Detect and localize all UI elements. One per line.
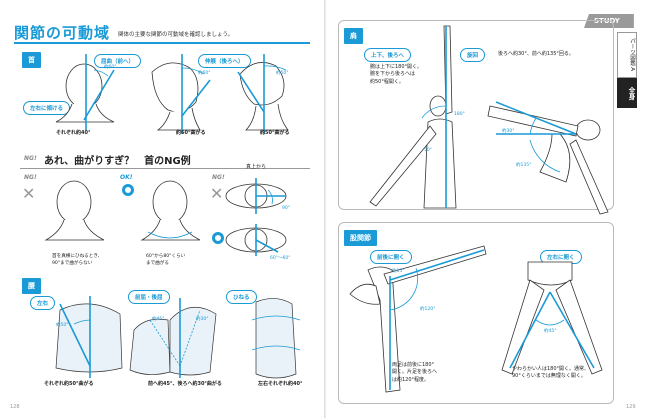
section-tag-shoulder: 肩 [344,28,363,44]
deg-hip-15: 約15° [392,269,405,274]
note-ng: 首を真横にひねるとき、 90°まで曲がらない [52,254,103,266]
deg-neck-flex: 約60° [198,71,211,76]
deg-hip-120: 約120° [420,307,436,312]
page-title: 関節の可動域 [14,24,111,42]
ng-label-right: NG! [212,174,225,181]
pill-shoulder-updown: 上下、後ろへ [364,48,412,62]
page-number-left: 128 [10,404,20,410]
hip-illustrations [349,245,603,393]
deg-ng-90: 90° [282,206,290,211]
shoulder-illustrations [369,25,609,215]
note-shoulder-rotate: 後ろへ約30°、前へ約135°回る。 [498,51,574,57]
ng-heading: あれ、曲がりすぎ？ 首のNG例 [44,156,191,167]
pill-neck-lateral: 左右に傾ける [23,101,71,115]
deg-waist-front: 約45° [152,317,165,322]
deg-neck-ext: 約50° [276,71,289,76]
deg-shoulder-180: 180° [454,112,465,117]
hip-panel [338,222,614,404]
page-subtitle: 関体の主要な関節の可動域を確認しましょう。 [118,32,234,38]
deg-waist-back: 約30° [196,317,209,322]
deg-shoulder-30: 約30° [502,129,515,134]
deg-neck-flex-front: 約60° [104,65,117,70]
cap-waist-lateral: それぞれ約50°曲がる [44,381,94,387]
deg-shoulder-50: 50° [424,148,432,153]
waist-illustrations [55,296,301,379]
ng-illustrations [44,178,287,256]
ng-label-left: NG! [24,174,37,181]
section-tag-hip: 股関節 [344,230,377,246]
view-from-top-label: 真上から [246,164,267,170]
deg-hip-45: 約45° [544,329,557,334]
pill-waist-lateral: 左右 [30,296,56,310]
ng-mark: NG! [24,155,37,162]
cap-neck-flexion: 約60°曲がる [176,130,206,136]
pill-neck-flexion: 屈曲（前へ） [94,54,142,68]
ng-divider [20,168,310,169]
page-number-right: 129 [626,404,636,410]
pill-waist-flex: 前屈・後屈 [128,290,170,304]
cap-waist-twist: 左右それぞれ約40° [258,381,303,387]
title-underline [14,42,310,44]
deg-waist-lateral: 約50° [56,323,69,328]
side-tab-body[interactable]: 全身 [617,78,637,108]
pill-neck-extension: 伸展（後ろへ） [198,54,251,68]
deg-shoulder-135: 約135° [516,163,532,168]
cap-neck-lateral: それぞれ約40° [56,130,91,136]
section-tag-neck: 首 [22,52,41,68]
deg-ok-range: 60°〜60° [270,256,291,261]
ok-circle-icon-top [212,232,224,244]
section-tag-waist: 腰 [22,278,41,294]
side-tab-parts[interactable]: パーツ図鑑 A [617,32,637,78]
shoulder-panel [338,20,614,210]
page-gutter [324,0,326,418]
note-ok: 60°から80°くらい まで曲がる [146,254,186,266]
pill-hip-frontback: 前後に開く [370,250,412,264]
ok-circle-icon [122,184,134,196]
ok-label: OK! [120,174,133,181]
cap-neck-extension: 約50°曲がる [260,130,290,136]
ng-x-icon: ✕ [22,184,36,203]
note-hip-frontback: 両足は前後に180° 開く。片足を後ろへ は約120°程度。 [392,362,438,383]
ng-x-icon-top: ✕ [210,184,224,203]
neck-illustrations [55,54,289,134]
pill-shoulder-rotate: 旋回 [460,48,486,62]
note-hip-leftright: やわらかい人は180°開く。通常、 90°くらいまでは無理なく開く。 [512,366,590,380]
cap-waist-flex: 前へ約45°、後ろへ約30°曲がる [148,381,222,387]
note-shoulder-updown: 腕は上下に180°開く。 腕を下から後ろへは 約50°程開く。 [370,64,423,85]
pill-waist-twist: ひねる [226,290,257,304]
